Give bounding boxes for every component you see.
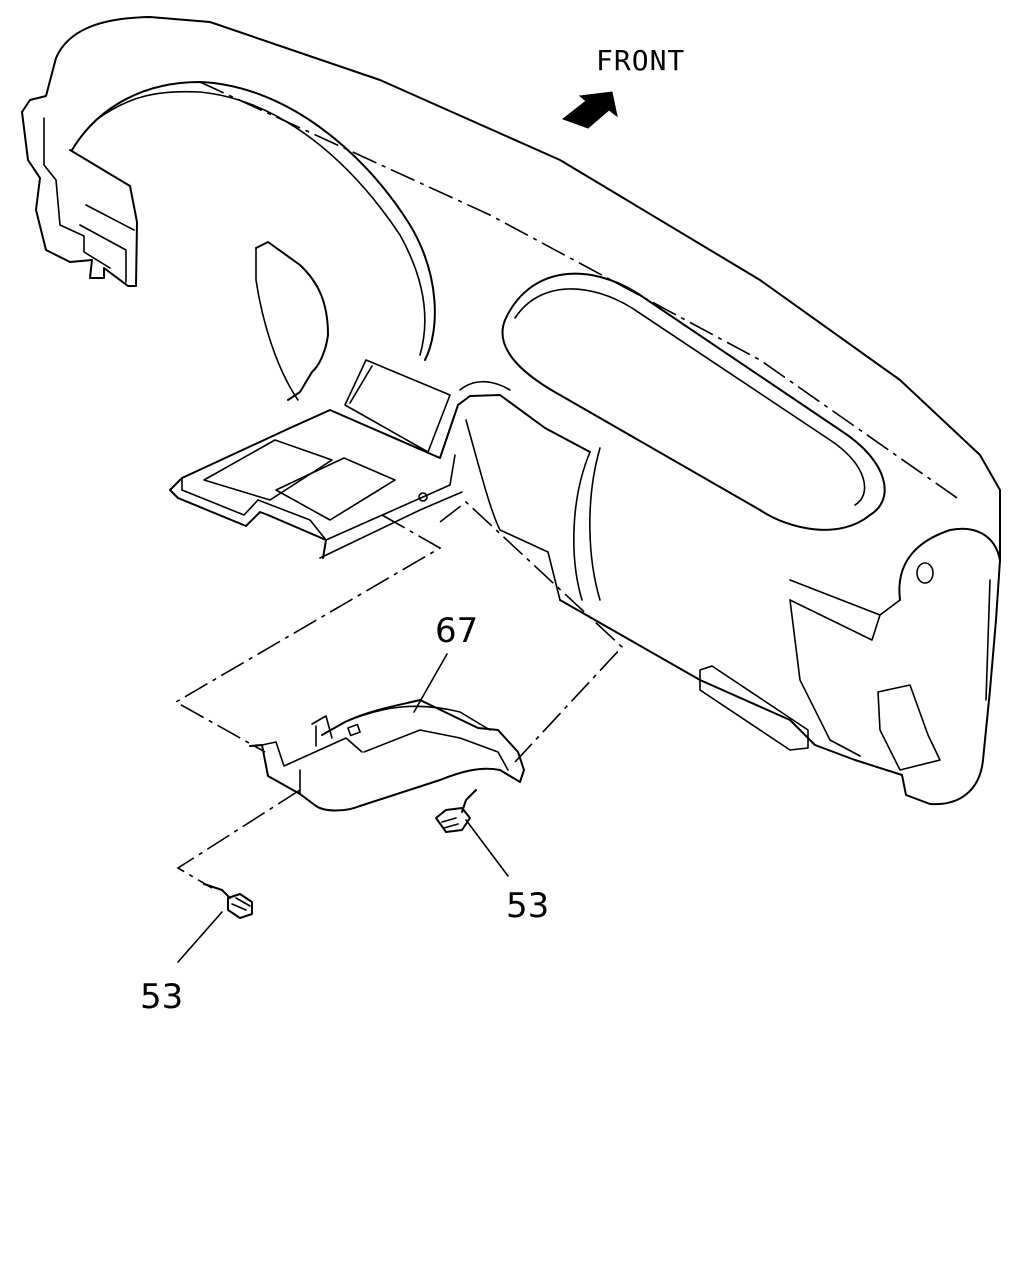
callout-clip-left: 53 <box>140 977 183 1017</box>
assembly-leaders <box>174 500 624 889</box>
callout-clip-right: 53 <box>506 886 549 926</box>
bracket-part <box>249 699 525 812</box>
clip-right <box>435 789 477 833</box>
front-indicator: FRONT <box>561 44 685 129</box>
clip-left <box>203 883 253 919</box>
callout-leaders <box>177 653 509 963</box>
callout-bracket: 67 <box>435 611 478 651</box>
arrow-icon <box>561 91 618 129</box>
instrument-panel <box>21 16 1001 806</box>
front-label: FRONT <box>596 44 685 77</box>
